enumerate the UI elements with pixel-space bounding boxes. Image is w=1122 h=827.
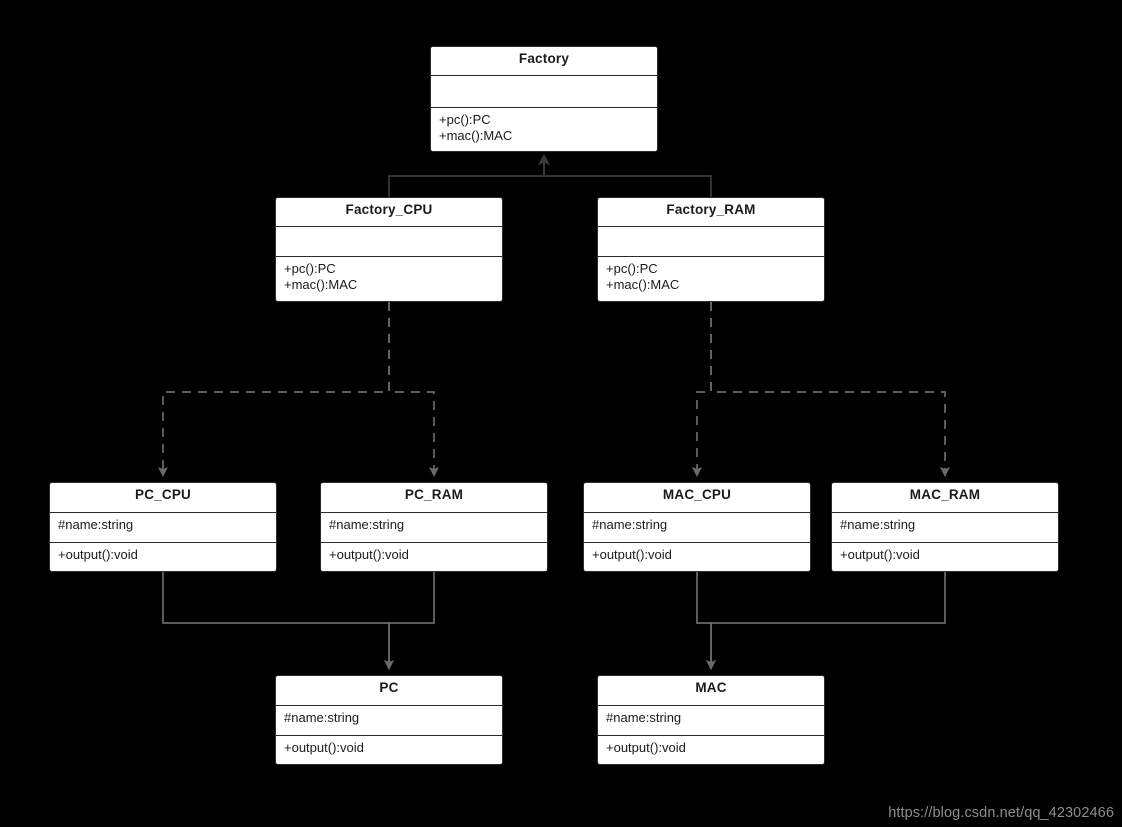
uml-class-name: MAC_RAM: [909, 487, 981, 502]
uml-methods-compartment: +output():void: [832, 542, 1058, 567]
uml-methods-compartment: +pc():PC +mac():MAC: [431, 107, 657, 148]
uml-class-factory_ram[interactable]: Factory_RAM +pc():PC +mac():MAC: [597, 197, 825, 302]
uml-attributes-compartment: #name:string: [832, 512, 1058, 542]
uml-class-pc_cpu[interactable]: PC_CPU #name:string+output():void: [49, 482, 277, 572]
watermark-url: https://blog.csdn.net/qq_42302466: [888, 805, 1114, 821]
uml-class-name: Factory_CPU: [345, 202, 433, 217]
uml-attributes-compartment: [431, 75, 657, 107]
edge-factory-ram-inherits-factory: [538, 154, 712, 197]
uml-class-factory_cpu[interactable]: Factory_CPU +pc():PC +mac():MAC: [275, 197, 503, 302]
uml-class-name: Factory: [518, 51, 570, 66]
edge-factory-cpu-creates-pc-ram: [388, 302, 439, 477]
uml-attributes-compartment: [598, 226, 824, 256]
uml-attributes-compartment: #name:string: [276, 705, 502, 735]
edge-mac-cpu-to-mac: [696, 572, 716, 670]
edge-factory-cpu-inherits-factory: [388, 154, 550, 197]
uml-attributes-compartment: #name:string: [598, 705, 824, 735]
uml-attributes-compartment: #name:string: [584, 512, 810, 542]
edge-pc-cpu-to-pc: [162, 572, 394, 670]
uml-attributes-compartment: [276, 226, 502, 256]
edge-factory-ram-creates-mac-ram: [710, 302, 950, 477]
uml-class-pc_ram[interactable]: PC_RAM #name:string+output():void: [320, 482, 548, 572]
edge-factory-ram-creates-mac-cpu: [692, 302, 712, 477]
uml-attributes-compartment: #name:string: [321, 512, 547, 542]
uml-class-mac_cpu[interactable]: MAC_CPU #name:string+output():void: [583, 482, 811, 572]
uml-methods-compartment: +output():void: [50, 542, 276, 567]
uml-class-mac_ram[interactable]: MAC_RAM #name:string+output():void: [831, 482, 1059, 572]
uml-class-name: MAC: [695, 680, 727, 695]
uml-class-factory[interactable]: Factory +pc():PC +mac():MAC: [430, 46, 658, 152]
uml-attributes-compartment: #name:string: [50, 512, 276, 542]
uml-class-pc[interactable]: PC #name:string+output():void: [275, 675, 503, 765]
uml-methods-compartment: +output():void: [321, 542, 547, 567]
edge-mac-ram-to-mac: [706, 572, 946, 670]
uml-methods-compartment: +output():void: [598, 735, 824, 760]
uml-methods-compartment: +pc():PC +mac():MAC: [276, 256, 502, 297]
uml-class-name: Factory_RAM: [666, 202, 756, 217]
uml-methods-compartment: +output():void: [276, 735, 502, 760]
edge-factory-cpu-creates-pc-cpu: [158, 302, 390, 477]
uml-class-name: PC: [379, 680, 399, 695]
edge-pc-ram-to-pc: [384, 572, 435, 670]
uml-class-name: PC_CPU: [135, 487, 191, 502]
uml-class-name: PC_RAM: [404, 487, 464, 502]
uml-methods-compartment: +output():void: [584, 542, 810, 567]
uml-class-name: MAC_CPU: [662, 487, 732, 502]
uml-methods-compartment: +pc():PC +mac():MAC: [598, 256, 824, 297]
uml-class-mac[interactable]: MAC #name:string+output():void: [597, 675, 825, 765]
